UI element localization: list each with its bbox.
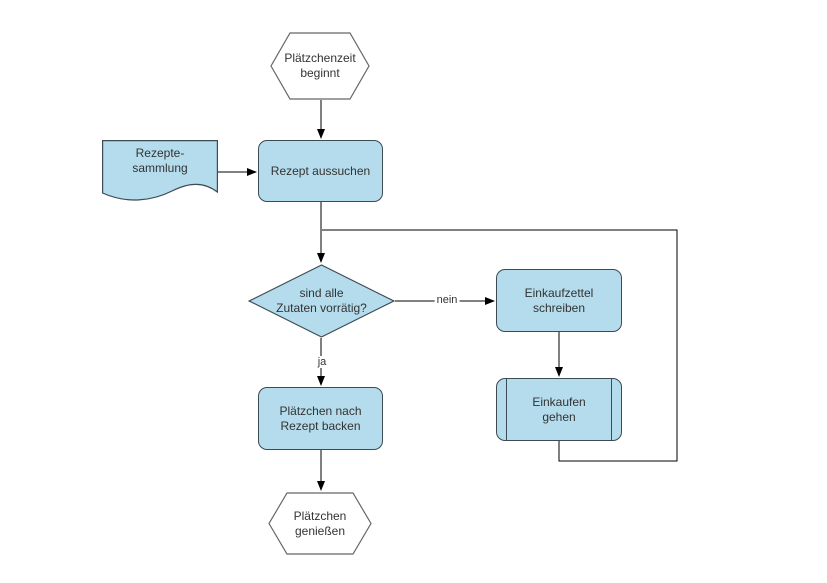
diamond-shape [248, 264, 395, 338]
node-start[interactable]: Plätzchenzeit beginnt [270, 32, 370, 100]
node-choose-recipe[interactable]: Rezept aussuchen [258, 140, 383, 202]
node-end[interactable]: Plätzchen genießen [268, 492, 372, 555]
subroutine-left-bar [506, 379, 508, 440]
node-bake-cookies[interactable]: Plätzchen nach Rezept backen [258, 387, 383, 450]
edge-go-shopping-loopback[interactable] [322, 229, 678, 462]
document-shape [102, 140, 218, 201]
subroutine-shape [496, 378, 622, 441]
node-write-shopping-list[interactable]: Einkaufzettel schreiben [496, 269, 622, 332]
node-go-shopping[interactable]: Einkaufen gehen [496, 378, 622, 441]
subroutine-right-bar [610, 379, 612, 440]
node-recipe-collection[interactable]: Rezepte- sammlung [102, 140, 218, 206]
rounded-rect-shape [258, 387, 383, 450]
rounded-rect-shape [258, 140, 383, 202]
edge-label-nein: nein [434, 294, 460, 306]
rounded-rect-shape [496, 269, 622, 332]
hexagon-shape [268, 492, 372, 555]
hexagon-shape [270, 32, 370, 100]
node-ingredients-decision[interactable]: sind alle Zutaten vorrätig? [248, 264, 395, 338]
edge-label-ja: ja [315, 356, 329, 368]
